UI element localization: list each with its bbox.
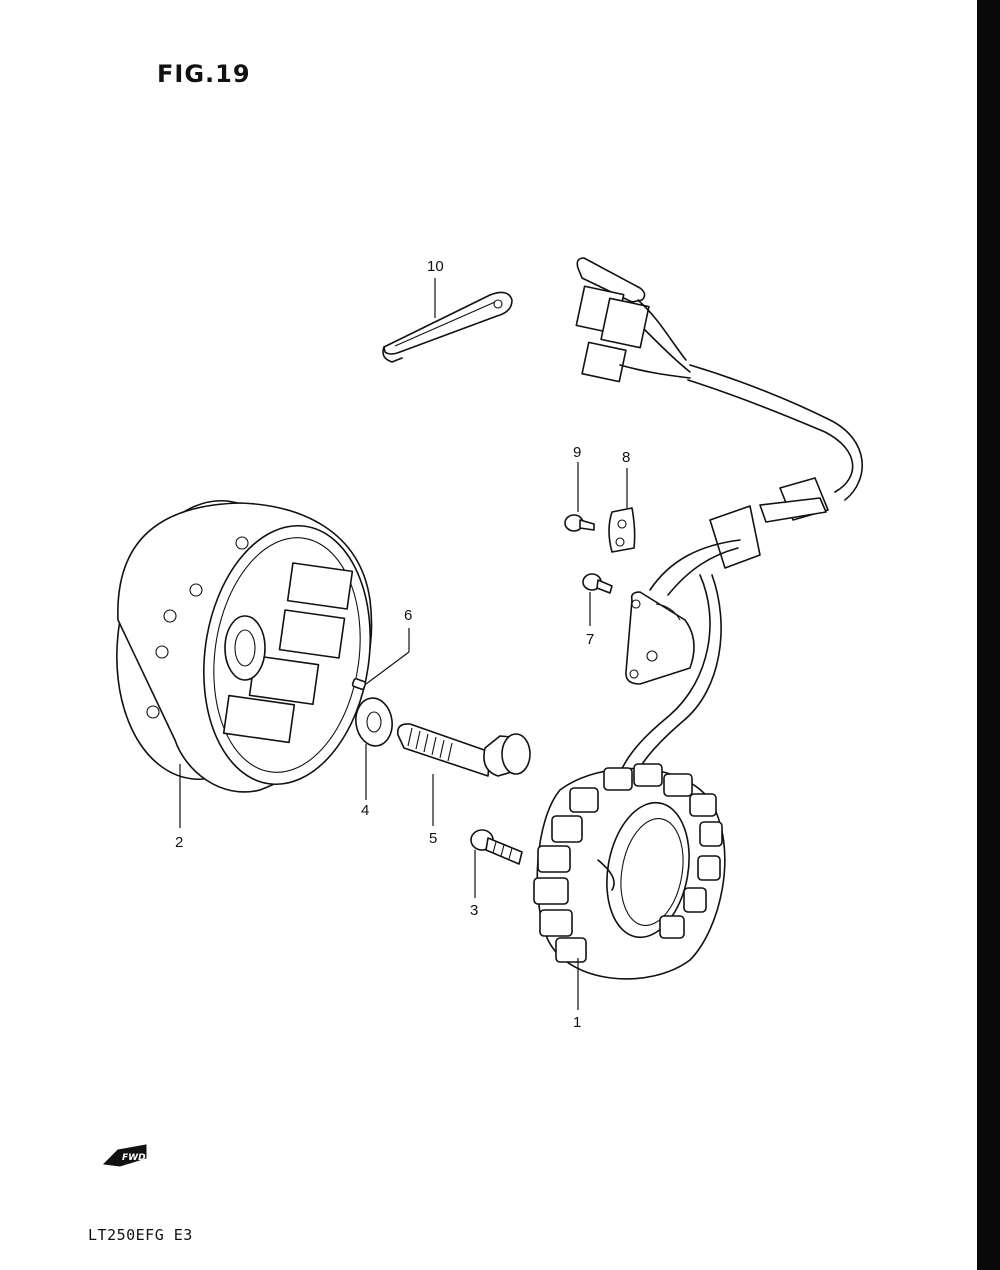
- model-code: LT250EFG E3: [88, 1226, 193, 1244]
- callout-7: 7: [586, 631, 595, 648]
- callout-6: 6: [404, 607, 413, 624]
- callout-2: 2: [175, 834, 184, 851]
- part-clamp-10: [383, 292, 512, 362]
- part-screw-7: [583, 574, 612, 593]
- callout-3: 3: [470, 902, 479, 919]
- part-screw-3: [471, 830, 522, 864]
- pickup-coil: [626, 592, 694, 684]
- figure-title: FIG.19: [157, 60, 251, 88]
- part-stator-1: [534, 764, 725, 979]
- callout-10: 10: [427, 258, 444, 275]
- wiring-harness: [576, 258, 862, 595]
- part-bolt-5: [398, 724, 530, 776]
- part-washer-4: [353, 696, 395, 749]
- part-flywheel-rotor-2: [99, 489, 386, 796]
- scan-edge-bar: [977, 0, 1000, 1270]
- leader-lines: [180, 278, 627, 1010]
- part-screw-9: [565, 515, 594, 531]
- part-key-6: [352, 678, 366, 690]
- part-clamp-8: [609, 508, 635, 552]
- fwd-arrow-icon: FWD: [104, 1145, 146, 1166]
- callout-9: 9: [573, 444, 582, 461]
- fwd-badge-text: FWD: [122, 1153, 146, 1163]
- callout-8: 8: [622, 449, 631, 466]
- callout-4: 4: [361, 802, 370, 819]
- callout-5: 5: [429, 830, 438, 847]
- callout-1: 1: [573, 1014, 582, 1031]
